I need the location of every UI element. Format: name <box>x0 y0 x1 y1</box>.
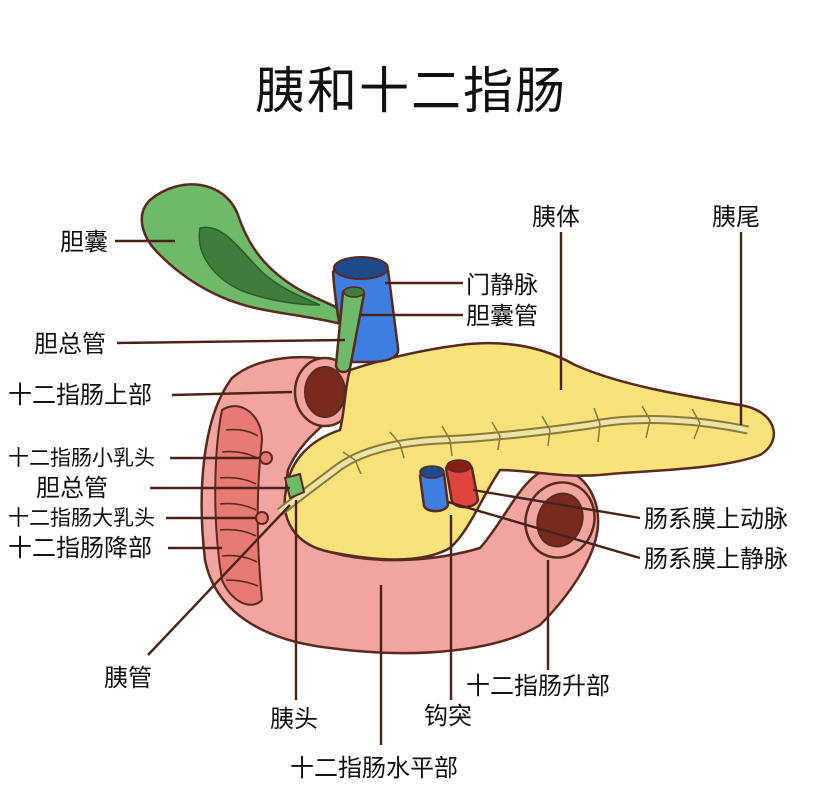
pancreatic-duct-branches <box>342 405 701 475</box>
label-pancreatic-duct: 胰管 <box>104 664 152 692</box>
label-common-bile-duct-mid: 胆总管 <box>36 474 108 502</box>
label-smv: 肠系膜上静脉 <box>644 545 788 573</box>
anatomy-illustration <box>140 183 776 655</box>
label-common-bile-duct-top: 胆总管 <box>34 330 106 358</box>
minor-papilla <box>259 451 273 465</box>
label-portal-vein: 门静脉 <box>466 271 538 299</box>
bile-duct-lower <box>283 472 306 500</box>
major-papilla <box>255 511 269 525</box>
labels: 胆囊 胆总管 十二指肠上部 十二指肠小乳头 胆总管 十二指肠大乳头 十二指肠降部… <box>8 203 788 782</box>
label-sma: 肠系膜上动脉 <box>644 505 788 533</box>
leader-lines <box>115 232 743 745</box>
label-pancreas-body: 胰体 <box>532 203 580 231</box>
label-duodenum-ascending: 十二指肠升部 <box>466 672 610 700</box>
label-pancreas-head: 胰头 <box>270 705 318 733</box>
diagram-title: 胰和十二指肠 <box>255 62 567 120</box>
label-duodenum-superior: 十二指肠上部 <box>8 381 152 409</box>
gallbladder-inner <box>198 226 321 306</box>
label-pancreas-tail: 胰尾 <box>712 203 760 231</box>
label-gallbladder: 胆囊 <box>60 228 108 256</box>
label-minor-papilla: 十二指肠小乳头 <box>8 446 155 470</box>
label-cystic-duct: 胆囊管 <box>466 302 538 330</box>
label-uncinate-process: 钩突 <box>424 702 472 730</box>
label-duodenum-descending: 十二指肠降部 <box>8 534 152 562</box>
label-major-papilla: 十二指肠大乳头 <box>8 506 155 530</box>
label-duodenum-horizontal: 十二指肠水平部 <box>290 754 458 782</box>
